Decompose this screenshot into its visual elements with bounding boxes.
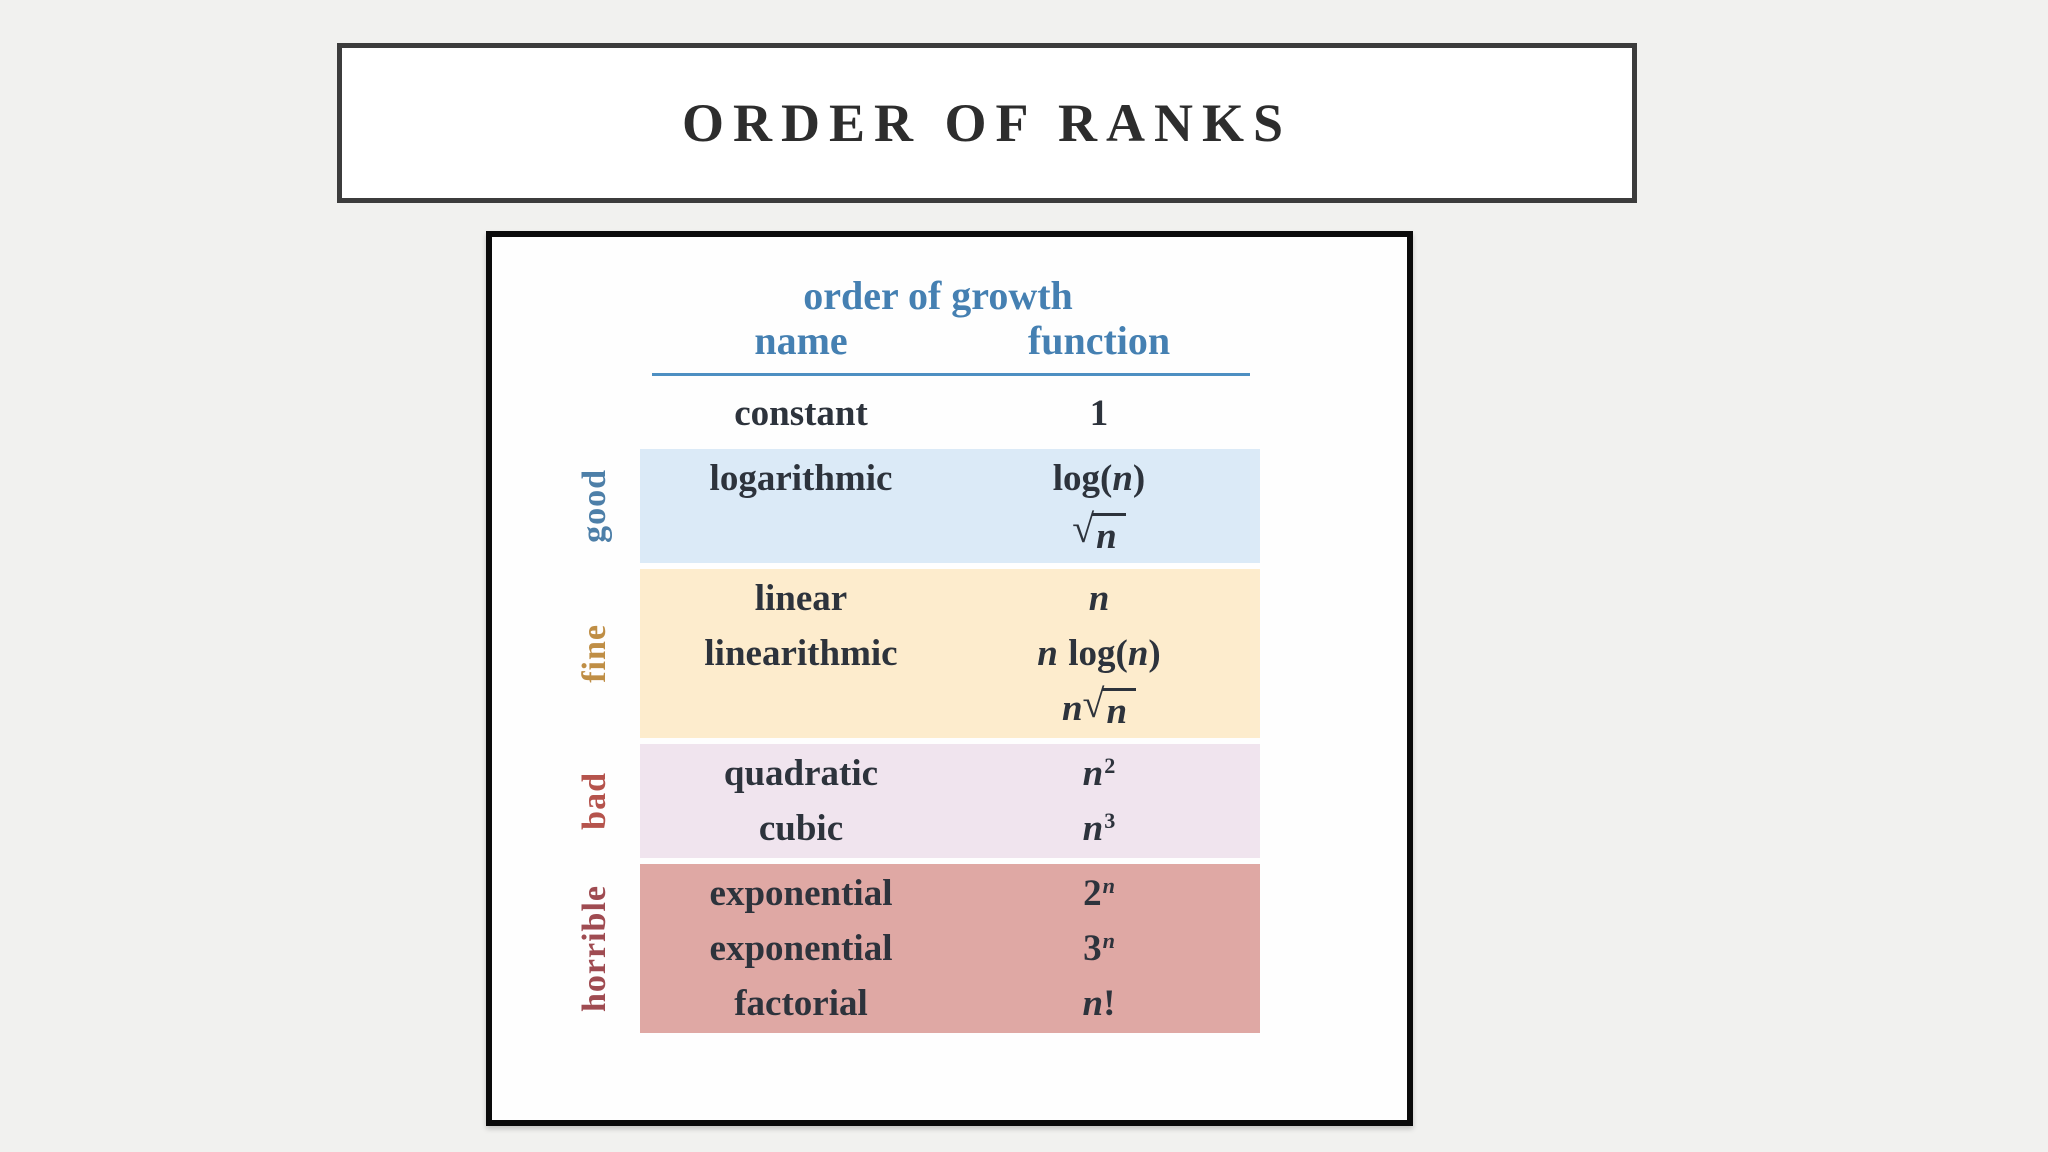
function-cell: n! (1082, 983, 1116, 1024)
function-cell: 1 (1089, 393, 1109, 434)
title-banner: ORDER OF RANKS (337, 43, 1637, 203)
name-cell: logarithmic (709, 458, 893, 499)
section-label-horrible: horrible (576, 885, 613, 1012)
section-label-cell (492, 384, 640, 443)
name-cell: exponential (709, 873, 893, 914)
name-cell: linearithmic (704, 633, 898, 674)
table-row: constant 1 (640, 386, 1260, 441)
sqrt-expression: √n (1072, 508, 1126, 555)
section-label-fine: fine (576, 624, 613, 683)
table-row: n√n (640, 681, 1260, 736)
table-header-columns: name function (640, 321, 1260, 361)
function-cell: n√n (962, 681, 1236, 736)
section-label-cell: good (492, 449, 640, 563)
header-order-of-growth: order of growth (803, 273, 1073, 318)
name-cell: cubic (758, 808, 844, 849)
section-label-cell: horrible (492, 864, 640, 1033)
table-row: √n (640, 506, 1260, 561)
table-row: factorial n! (640, 976, 1260, 1031)
name-cell (640, 506, 962, 561)
table-row: linear n (640, 571, 1260, 626)
name-cell: factorial (734, 983, 868, 1024)
name-cell: exponential (709, 928, 893, 969)
name-cell: constant (734, 393, 868, 434)
function-cell: n (1088, 578, 1110, 619)
section-good: good logarithmic log(n) √n (492, 449, 1407, 563)
header-name-column: name (754, 318, 848, 363)
section-label-bad: bad (576, 772, 613, 830)
section-label-cell: fine (492, 569, 640, 738)
section-label-good: good (576, 469, 613, 543)
section-top: constant 1 (492, 384, 1407, 443)
section-label-cell: bad (492, 744, 640, 858)
header-rule (652, 373, 1250, 376)
section-band-good: logarithmic log(n) √n (640, 449, 1260, 563)
figure-content: order of growth name function constant 1 g… (492, 237, 1407, 1120)
name-cell (640, 681, 962, 736)
page-title: ORDER OF RANKS (681, 93, 1293, 153)
table-sections: constant 1 good logarithmic log(n) √n fine line… (492, 384, 1407, 1039)
sqrt-expression: √n (1083, 683, 1137, 730)
order-of-growth-figure: order of growth name function constant 1 g… (486, 231, 1413, 1126)
table-header-group: order of growth (640, 273, 1260, 319)
function-cell: log(n) (1052, 458, 1146, 499)
function-cell: √n (962, 506, 1236, 561)
table-row: logarithmic log(n) (640, 451, 1260, 506)
section-band-top: constant 1 (640, 384, 1260, 443)
name-cell: linear (754, 578, 848, 619)
name-cell: quadratic (723, 753, 879, 794)
header-function-column: function (1027, 318, 1171, 363)
